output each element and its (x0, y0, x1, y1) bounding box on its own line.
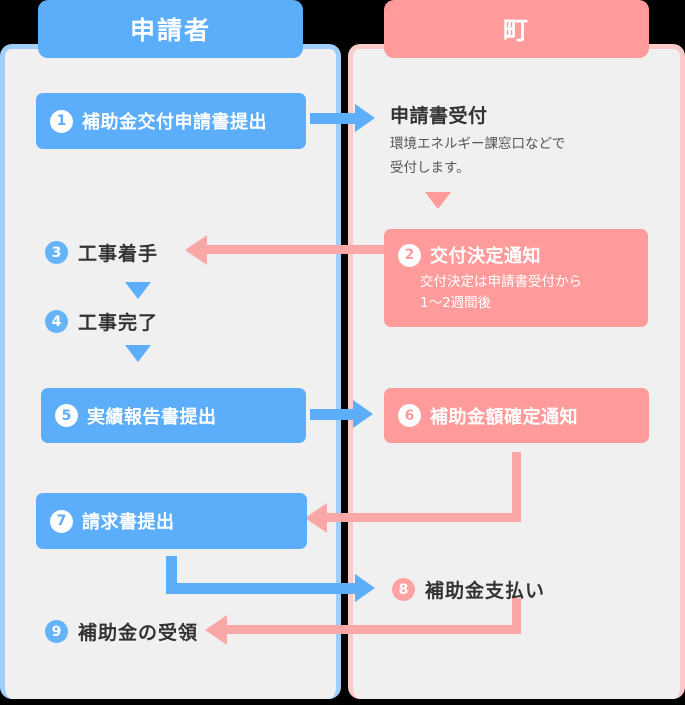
connector-step6-to-step7-arrowhead (305, 503, 327, 533)
lane-title-applicant: 申請者 (129, 16, 211, 45)
step-2-label: 交付決定通知 (430, 246, 541, 267)
connector-step8-to-step9-arrowhead (205, 615, 227, 645)
connector-step8-to-step9-vertical (512, 598, 521, 634)
connector-step5-to-step6-arrowhead (353, 400, 373, 428)
connector-step6-to-step7-horizontal (325, 513, 521, 522)
step-4-item[interactable]: 4 工事完了 (45, 308, 158, 335)
step-2-badge: 2 (398, 243, 421, 267)
step-9-badge: 9 (45, 620, 68, 643)
connector-step7-to-step8-horizontal (166, 583, 362, 594)
connector-step6-to-step7-vertical (512, 452, 521, 522)
connector-step2-to-step3-arrowhead (185, 235, 207, 265)
connector-step1-to-reception-line (310, 113, 360, 124)
connector-step2-to-step3-line (200, 245, 386, 254)
step-6-box[interactable]: 6 補助金額確定通知 (384, 388, 649, 443)
step-9-label: 補助金の受領 (78, 622, 199, 644)
step-1-badge: 1 (50, 109, 73, 133)
step-8-item[interactable]: 8 補助金支払い (392, 576, 545, 603)
connector-step7-to-step8-arrowhead (355, 574, 375, 602)
lane-title-town: 町 (502, 16, 530, 45)
step-3-item[interactable]: 3 工事着手 (45, 239, 158, 266)
connector-step1-to-reception-arrowhead (355, 104, 375, 132)
reception-note: 申請書受付 環境エネルギー課窓口などで 受付します。 (390, 101, 565, 180)
connector-step8-to-step9-horizontal (227, 625, 521, 634)
connector-reception-to-step2-arrow (425, 192, 451, 209)
step-6-label: 補助金額確定通知 (430, 406, 578, 428)
step-7-badge: 7 (50, 509, 73, 533)
step-8-label: 補助金支払い (425, 580, 546, 602)
step-8-badge: 8 (392, 578, 415, 601)
connector-step7-to-step8-vertical (166, 556, 177, 593)
step-5-box[interactable]: 5 実績報告書提出 (41, 388, 306, 443)
step-9-item[interactable]: 9 補助金の受領 (45, 618, 198, 645)
step-3-badge: 3 (45, 241, 68, 264)
connector-step4-to-step5-arrow (125, 345, 151, 362)
step-1-label: 補助金交付申請書提出 (82, 112, 267, 133)
step-7-label: 請求書提出 (82, 512, 175, 533)
step-5-label: 実績報告書提出 (87, 406, 217, 428)
step-6-badge: 6 (398, 404, 421, 427)
step-7-box[interactable]: 7 請求書提出 (36, 493, 307, 549)
connector-step3-to-step4-arrow (125, 282, 151, 299)
reception-note-line-2: 受付します。 (390, 159, 470, 176)
step-3-label: 工事着手 (78, 243, 159, 265)
lane-header-town: 町 (384, 0, 649, 58)
step-4-label: 工事完了 (78, 312, 159, 334)
connector-step5-to-step6-line (310, 409, 358, 420)
step-4-badge: 4 (45, 310, 68, 333)
step-2-subtext-line-1: 交付決定は申請書受付から (420, 274, 582, 290)
reception-note-heading: 申請書受付 (390, 105, 488, 127)
reception-note-line-1: 環境エネルギー課窓口などで (390, 136, 566, 152)
step-5-badge: 5 (55, 404, 78, 427)
lane-header-applicant: 申請者 (38, 0, 303, 58)
step-2-box[interactable]: 2 交付決定通知 交付決定は申請書受付から 1〜2週間後 (384, 229, 648, 327)
step-1-box[interactable]: 1 補助金交付申請書提出 (36, 93, 306, 149)
step-2-subtext-line-2: 1〜2週間後 (420, 294, 492, 311)
